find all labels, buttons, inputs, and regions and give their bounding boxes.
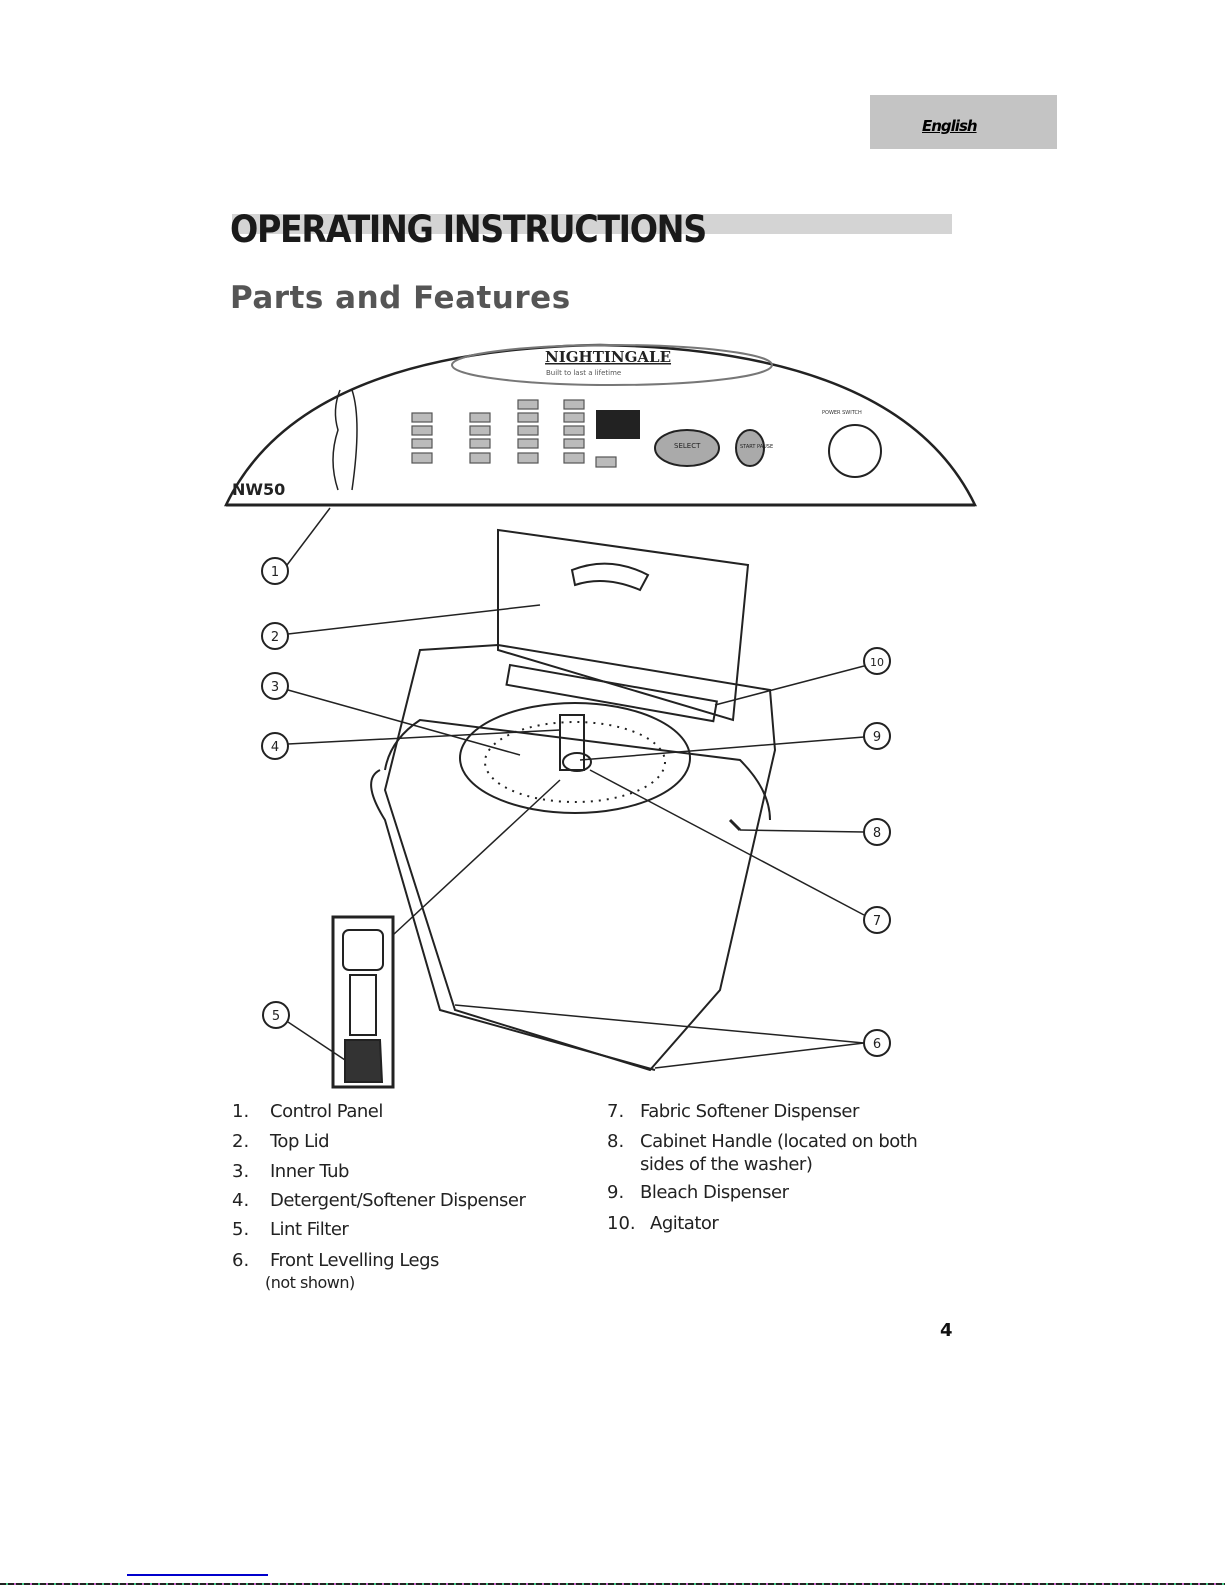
list-number: 3. [232,1161,250,1182]
lint-filter-inset [331,915,395,1089]
list-number: 9. [607,1182,625,1203]
title-underbar [232,214,952,234]
list-number: 6. [232,1250,250,1271]
list-item-continued: sides of the washer) [640,1154,813,1175]
list-number: 1. [232,1101,250,1122]
language-label: English [922,117,978,135]
list-item: Control Panel [270,1101,383,1122]
callout-3: 3 [271,680,279,695]
tagline: Built to last a lifetime [546,369,621,377]
power-label: POWER SWITCH [822,410,862,416]
link-underline[interactable] [127,1574,268,1576]
list-item: Agitator [650,1213,719,1234]
callout-4: 4 [271,740,279,755]
list-number: 7. [607,1101,625,1122]
select-label: SELECT [674,442,701,450]
list-item: Inner Tub [270,1161,349,1182]
bottom-divider [0,1583,1225,1585]
list-item-note: (not shown) [265,1273,355,1292]
control-panel-drawing: NIGHTINGALE Built to last a lifetime NW5… [224,343,977,507]
list-item: Top Lid [270,1131,330,1152]
list-item: Lint Filter [270,1219,349,1240]
list-number: 10. [607,1213,636,1234]
start-label: START PAUSE [740,444,773,450]
callout-8: 8 [873,826,881,841]
page-number: 4 [940,1320,953,1341]
page-title: OPERATING INSTRUCTIONS [230,208,707,251]
callout-6: 6 [873,1037,881,1052]
list-item: Cabinet Handle (located on both [640,1131,918,1152]
callout-5: 5 [272,1009,280,1024]
list-item: Front Levelling Legs [270,1250,439,1271]
section-title: Parts and Features [230,280,571,316]
language-tab: English [870,95,1057,149]
list-number: 5. [232,1219,250,1240]
list-number: 8. [607,1131,625,1152]
brand-logo: NIGHTINGALE [545,348,671,366]
callout-7: 7 [873,914,881,929]
list-item: Fabric Softener Dispenser [640,1101,859,1122]
list-item: Bleach Dispenser [640,1182,789,1203]
list-item: Detergent/Softener Dispenser [270,1190,526,1211]
callout-10: 10 [870,656,884,669]
washer-body [370,528,777,1072]
callout-9: 9 [873,730,881,745]
callout-2: 2 [271,630,279,645]
callout-1: 1 [271,565,279,580]
model-label: NW50 [232,480,285,499]
list-number: 2. [232,1131,250,1152]
list-number: 4. [232,1190,250,1211]
